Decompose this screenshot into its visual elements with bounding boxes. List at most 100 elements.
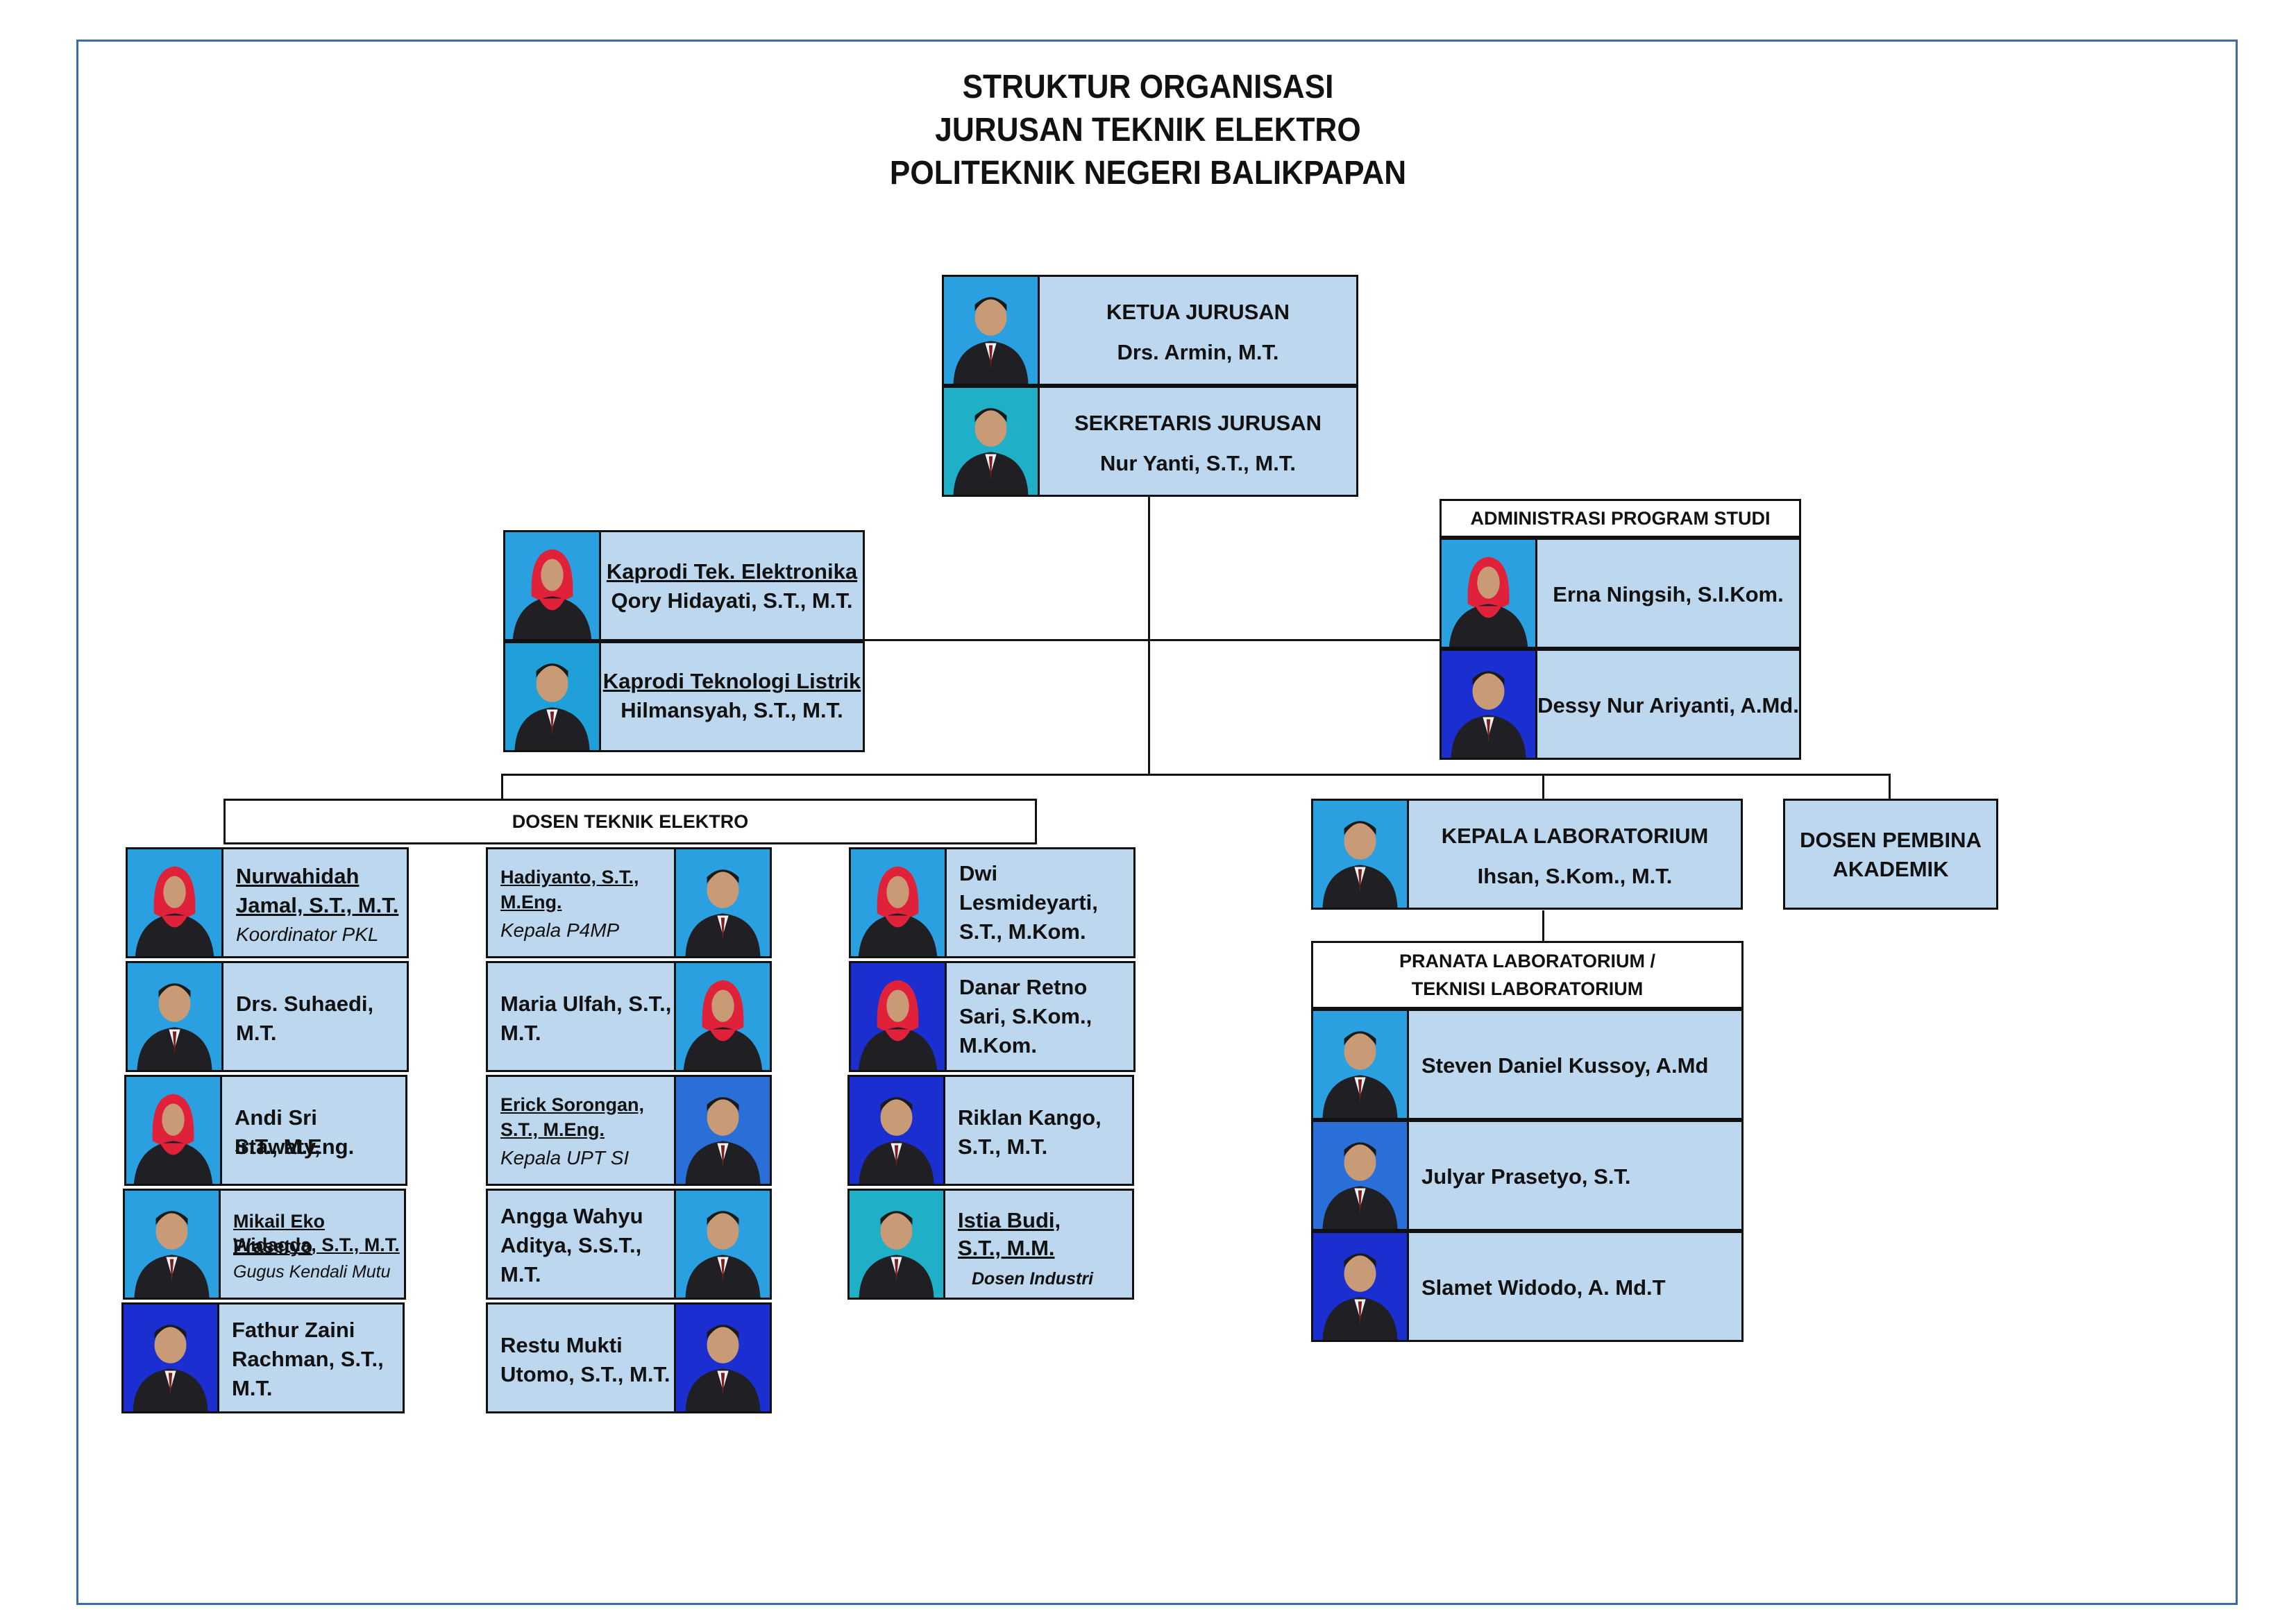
pembina-line1: DOSEN PEMBINA — [1800, 828, 1982, 852]
tech3-name: Slamet Widodo, A. Md.T — [1421, 1275, 1666, 1300]
ketua-name: Drs. Armin, M.T. — [1117, 340, 1279, 364]
dosen-c3-4-line2: S.T., M.M. — [958, 1236, 1055, 1260]
dosen-header: DOSEN TEKNIK ELEKTRO — [223, 799, 1037, 844]
kaprodi1-name: Qory Hidayati, S.T., M.T. — [611, 588, 853, 613]
dosen-c3-3-line1: Riklan Kango, — [958, 1105, 1101, 1130]
dosen-c3-2-photo — [849, 961, 947, 1072]
ketua-photo — [942, 275, 1040, 386]
kalab-photo — [1311, 799, 1409, 910]
dosen-c3-3-line2: S.T., M.T. — [958, 1135, 1048, 1159]
dosen-c2-5-line1: Restu Mukti — [500, 1333, 623, 1357]
dosen-c1-4-note: Gugus Kendali Mutu — [233, 1262, 391, 1282]
dosen-c1-4-box: Mikail Eko Prasetyo Widagda, S.T., M.T. … — [219, 1189, 406, 1300]
kaprodi2-box: Kaprodi Teknologi Listrik Hilmansyah, S.… — [599, 641, 865, 752]
dosen-c3-1-line1: Dwi — [959, 861, 998, 885]
dosen-c1-5-line1: Fathur Zaini — [232, 1318, 355, 1342]
title-line-3: POLITEKNIK NEGERI BALIKPAPAN — [889, 155, 1407, 192]
dosen-c2-4-line1: Angga Wahyu — [500, 1204, 643, 1228]
dosen-c3-2-line1: Danar Retno — [959, 975, 1088, 999]
dosen-c1-2-line1: Drs. Suhaedi, — [236, 992, 374, 1016]
dosen-c1-3-box: Andi Sri Irtawaty, S.T., M.Eng. — [220, 1075, 407, 1186]
tech3-box: Slamet Widodo, A. Md.T — [1407, 1231, 1744, 1342]
kaprodi2-photo — [503, 641, 601, 752]
title-line-2: JURUSAN TEKNIK ELEKTRO — [935, 112, 1361, 148]
dosen-c3-2-box: Danar Retno Sari, S.Kom., M.Kom. — [945, 961, 1136, 1072]
page-frame — [76, 40, 2238, 1605]
admin2-box: Dessy Nur Ariyanti, A.Md. — [1535, 649, 1801, 760]
dosen-header-label: DOSEN TEKNIK ELEKTRO — [512, 810, 749, 832]
dosen-c1-1-line1: Nurwahidah — [236, 864, 360, 888]
dosen-c1-5-box: Fathur Zaini Rachman, S.T., M.T. — [217, 1302, 405, 1413]
dosen-c3-4-photo — [847, 1189, 945, 1300]
sekretaris-name: Nur Yanti, S.T., M.T. — [1100, 451, 1296, 475]
connector-kaprodi-admin — [865, 639, 1440, 641]
dosen-c3-3-photo — [847, 1075, 945, 1186]
dosen-c2-4-box: Angga Wahyu Aditya, S.S.T., M.T. — [486, 1189, 677, 1300]
connector-bottom-horizontal — [501, 774, 1891, 776]
tech3-photo — [1311, 1231, 1409, 1342]
pembina-line2: AKADEMIK — [1832, 857, 1949, 881]
tech2-box: Julyar Prasetyo, S.T. — [1407, 1120, 1744, 1231]
kaprodi1-photo — [503, 530, 601, 641]
kaprodi1-box: Kaprodi Tek. Elektronika Qory Hidayati, … — [599, 530, 865, 641]
kalab-name: Ihsan, S.Kom., M.T. — [1477, 864, 1673, 888]
admin-header: ADMINISTRASI PROGRAM STUDI — [1440, 499, 1801, 538]
dosen-c1-4-line1: Mikail Eko Prasetyo — [233, 1211, 326, 1257]
dosen-c2-5-line2: Utomo, S.T., M.T. — [500, 1362, 670, 1386]
dosen-c1-1-note: Koordinator PKL — [236, 924, 379, 945]
dosen-c3-1-line2: Lesmideyarti, — [959, 890, 1098, 915]
connector-to-dosen — [501, 774, 503, 799]
dosen-c2-1-note: Kepala P4MP — [500, 919, 620, 941]
dosen-c1-3-photo — [124, 1075, 222, 1186]
dosen-c1-5-line2: Rachman, S.T., — [232, 1347, 384, 1371]
tech1-name: Steven Daniel Kussoy, A.Md — [1421, 1053, 1709, 1078]
tech2-photo — [1311, 1120, 1409, 1231]
dosen-c1-5-photo — [121, 1302, 219, 1413]
dosen-c2-2-line2: M.T. — [500, 1021, 541, 1045]
dosen-c2-1-line2: M.Eng. — [500, 892, 562, 912]
dosen-c2-2-line1: Maria Ulfah, S.T., — [500, 992, 672, 1016]
pranata-header: PRANATA LABORATORIUM / TEKNISI LABORATOR… — [1311, 941, 1744, 1009]
connector-to-lab — [1542, 774, 1544, 799]
dosen-c2-3-line1: Erick Sorongan, — [500, 1094, 645, 1115]
dosen-c1-3-line1: Andi Sri Irtawaty, — [235, 1105, 321, 1159]
tech2-name: Julyar Prasetyo, S.T. — [1421, 1164, 1631, 1189]
sekretaris-role: SEKRETARIS JURUSAN — [1074, 411, 1322, 435]
dosen-c3-1-box: Dwi Lesmideyarti, S.T., M.Kom. — [945, 847, 1136, 958]
dosen-c2-5-photo — [674, 1302, 772, 1413]
dosen-c1-2-photo — [126, 961, 223, 1072]
dosen-c2-1-photo — [674, 847, 772, 958]
kaprodi2-role: Kaprodi Teknologi Listrik — [602, 669, 861, 693]
title-line-1: STRUKTUR ORGANISASI — [962, 69, 1334, 105]
admin1-box: Erna Ningsih, S.I.Kom. — [1535, 538, 1801, 649]
dosen-c3-1-line3: S.T., M.Kom. — [959, 919, 1086, 944]
dosen-c1-1-line2: Jamal, S.T., M.T. — [236, 893, 399, 917]
dosen-c1-3-line2: S.T., M.Eng. — [235, 1135, 355, 1159]
admin1-name: Erna Ningsih, S.I.Kom. — [1553, 582, 1784, 606]
dosen-c3-4-line1: Istia Budi, — [958, 1208, 1061, 1232]
connector-to-pembina — [1889, 774, 1891, 799]
kalab-role: KEPALA LABORATORIUM — [1441, 824, 1709, 848]
sekretaris-photo — [942, 386, 1040, 497]
connector-main-vertical — [1148, 497, 1150, 776]
ketua-box: KETUA JURUSAN Drs. Armin, M.T. — [1038, 275, 1358, 386]
pranata-header-line1: PRANATA LABORATORIUM / — [1399, 951, 1655, 971]
dosen-c2-4-line3: M.T. — [500, 1262, 541, 1286]
chart-title: STRUKTUR ORGANISASI JURUSAN TEKNIK ELEKT… — [92, 66, 2204, 195]
kalab-box: KEPALA LABORATORIUM Ihsan, S.Kom., M.T. — [1407, 799, 1743, 910]
dosen-c3-2-line3: M.Kom. — [959, 1033, 1037, 1057]
dosen-c2-1-box: Hadiyanto, S.T., M.Eng. Kepala P4MP — [486, 847, 677, 958]
admin2-photo — [1440, 649, 1537, 760]
dosen-c1-4-photo — [123, 1189, 221, 1300]
pembina-box: DOSEN PEMBINA AKADEMIK — [1783, 799, 1998, 910]
dosen-c2-1-line1: Hadiyanto, S.T., — [500, 867, 639, 887]
sekretaris-box: SEKRETARIS JURUSAN Nur Yanti, S.T., M.T. — [1038, 386, 1358, 497]
dosen-c1-2-line2: M.T. — [236, 1021, 277, 1045]
kaprodi1-role: Kaprodi Tek. Elektronika — [606, 559, 858, 584]
dosen-c1-5-line3: M.T. — [232, 1376, 273, 1400]
admin1-photo — [1440, 538, 1537, 649]
ketua-role: KETUA JURUSAN — [1106, 300, 1290, 324]
dosen-c1-4-line2: Widagda, S.T., M.T. — [233, 1234, 400, 1255]
dosen-c2-3-line2: S.T., M.Eng. — [500, 1119, 605, 1140]
dosen-c3-4-note: Dosen Industri — [972, 1269, 1094, 1289]
